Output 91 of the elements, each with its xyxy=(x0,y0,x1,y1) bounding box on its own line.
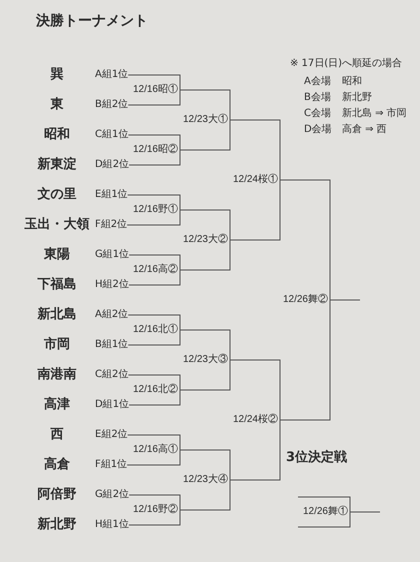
section-heading: 3位決定戦 xyxy=(286,450,348,466)
venue-label: A会場 xyxy=(304,76,331,88)
title: 決勝トーナメント xyxy=(36,12,148,30)
bracket-line xyxy=(230,360,280,420)
seed-label: B組2位 xyxy=(95,99,128,111)
bracket-line xyxy=(180,330,230,360)
match-label: 12/16野① xyxy=(128,204,180,216)
team-name: 新東淀 xyxy=(36,156,78,174)
bracket-line xyxy=(180,450,230,480)
match-label: 12/16北② xyxy=(128,384,180,396)
seed-label: A組2位 xyxy=(95,309,128,321)
note-heading: ※ 17日(日)へ順延の場合 xyxy=(290,58,402,70)
bracket-line xyxy=(128,494,180,510)
match-label: 12/24桜① xyxy=(228,174,280,186)
bracket-line xyxy=(128,330,180,346)
team-name: 市岡 xyxy=(43,336,71,354)
team-name: 西 xyxy=(50,426,64,444)
team-name: 巽 xyxy=(50,66,64,84)
match-label: 12/23大③ xyxy=(178,354,230,366)
match-label: 12/16昭① xyxy=(128,84,180,96)
team-name: 玉出・大領 xyxy=(24,216,90,234)
bracket-line xyxy=(126,450,180,466)
team-name: 南港南 xyxy=(36,366,78,384)
venue-school: 新北島 ⇒ 市岡 xyxy=(342,108,407,120)
venue-school: 高倉 ⇒ 西 xyxy=(342,124,387,136)
venue-school: 新北野 xyxy=(342,92,372,104)
bracket-line xyxy=(128,510,180,526)
match-label: 12/16野② xyxy=(128,504,180,516)
seed-label: E組2位 xyxy=(95,429,128,441)
match-label: 12/16高② xyxy=(128,264,180,276)
venue-school: 昭和 xyxy=(342,76,362,88)
bracket-line xyxy=(128,390,180,406)
bracket-line xyxy=(230,120,280,180)
bracket-line xyxy=(127,194,180,210)
seed-label: E組1位 xyxy=(95,189,128,201)
team-name: 下福島 xyxy=(36,276,78,294)
bracket-line xyxy=(230,420,280,480)
bracket-line xyxy=(180,210,230,240)
team-name: 東 xyxy=(49,96,64,114)
bracket-line xyxy=(128,74,180,90)
seed-label: C組1位 xyxy=(95,129,128,141)
seed-label: G組2位 xyxy=(95,489,130,501)
seed-label: G組1位 xyxy=(95,249,130,261)
bracket-line xyxy=(128,314,180,330)
seed-label: B組1位 xyxy=(95,339,128,351)
seed-label: A組1位 xyxy=(95,69,128,81)
bracket-line xyxy=(128,254,180,270)
team-name: 昭和 xyxy=(43,126,71,144)
team-name: 阿倍野 xyxy=(36,486,78,504)
bracket-line xyxy=(230,180,280,240)
match-label: 12/23大④ xyxy=(178,474,230,486)
seed-label: F組2位 xyxy=(95,219,128,231)
match-label: 12/26舞① xyxy=(298,506,350,518)
match-label: 12/24桜② xyxy=(228,414,280,426)
bracket-line xyxy=(180,480,230,510)
bracket-line xyxy=(180,90,230,120)
venue-label: C会場 xyxy=(304,108,331,120)
bracket-line xyxy=(298,512,350,528)
bracket-line xyxy=(180,120,230,150)
venue-label: D会場 xyxy=(304,124,332,136)
team-name: 文の里 xyxy=(36,186,78,204)
team-name: 新北野 xyxy=(36,516,78,534)
match-label: 12/16北① xyxy=(128,324,180,336)
team-name: 高倉 xyxy=(43,456,71,474)
match-label: 12/16昭② xyxy=(128,144,180,156)
venue-label: B会場 xyxy=(304,92,331,104)
team-name: 高津 xyxy=(43,396,71,414)
bracket-line xyxy=(280,180,330,300)
bracket-line xyxy=(127,434,180,450)
bracket-line xyxy=(126,210,180,226)
seed-label: F組1位 xyxy=(95,459,128,471)
match-label: 12/23大② xyxy=(178,234,230,246)
bracket-line xyxy=(128,374,180,390)
seed-label: D組2位 xyxy=(95,159,130,171)
match-label: 12/23大① xyxy=(178,114,230,126)
team-name: 東陽 xyxy=(42,246,71,264)
team-name: 新北島 xyxy=(36,306,78,324)
bracket-line xyxy=(180,360,230,390)
seed-label: H組2位 xyxy=(95,279,129,291)
seed-label: C組2位 xyxy=(95,369,128,381)
bracket-line xyxy=(128,150,180,166)
bracket-line xyxy=(128,134,180,150)
match-label: 12/26舞② xyxy=(278,294,330,306)
seed-label: H組1位 xyxy=(95,519,129,531)
bracket-line xyxy=(280,300,330,420)
bracket-line xyxy=(298,496,350,512)
bracket-line xyxy=(180,240,230,270)
bracket-line xyxy=(128,90,180,106)
seed-label: D組1位 xyxy=(95,399,130,411)
match-label: 12/16高① xyxy=(128,444,180,456)
bracket-line xyxy=(128,270,180,286)
